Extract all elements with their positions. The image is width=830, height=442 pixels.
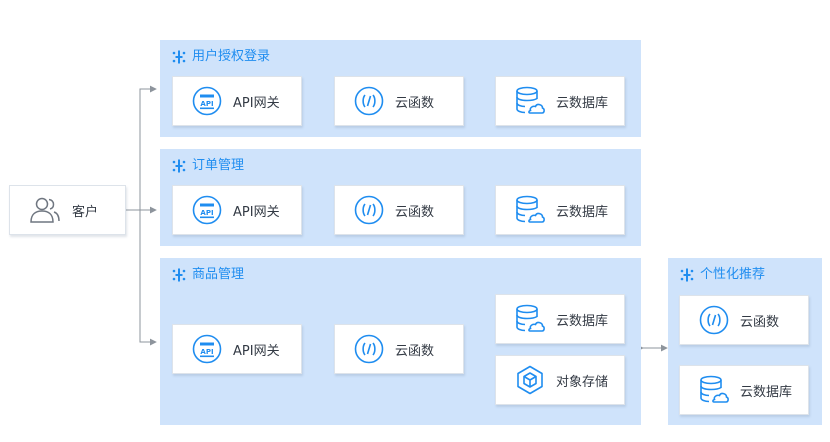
group-spark-icon xyxy=(172,50,186,64)
client-users-icon xyxy=(30,197,60,223)
cloud-database-icon xyxy=(516,195,545,223)
group-spark-icon xyxy=(680,268,694,282)
svg-text:API: API xyxy=(200,100,213,108)
node-cloud-database[interactable]: 云数据库 xyxy=(679,365,809,415)
svg-text:API: API xyxy=(200,348,213,356)
node-cloud-database[interactable]: 云数据库 xyxy=(495,294,625,344)
group-spark-icon xyxy=(172,159,186,173)
cloud-database-icon xyxy=(700,375,729,403)
api-gateway-icon: API xyxy=(192,195,222,225)
cloud-database-icon xyxy=(516,304,545,332)
group-title: 用户授权登录 xyxy=(172,49,270,65)
cloud-function-icon xyxy=(699,305,729,335)
object-storage-icon xyxy=(517,365,543,395)
group-title: 商品管理 xyxy=(172,267,244,283)
svg-text:API: API xyxy=(200,209,213,217)
api-gateway-icon: API xyxy=(192,334,222,364)
client-node: 客户 xyxy=(9,185,126,235)
node-cloud-function[interactable]: 云函数 xyxy=(679,295,809,345)
client-label: 客户 xyxy=(72,204,99,220)
group-title: 订单管理 xyxy=(172,158,244,174)
group-title: 个性化推荐 xyxy=(680,267,765,283)
node-object-storage[interactable]: 对象存储 xyxy=(495,355,625,405)
node-cloud-function[interactable]: 云函数 xyxy=(334,185,464,235)
node-cloud-database[interactable]: 云数据库 xyxy=(495,76,625,126)
node-cloud-function[interactable]: 云函数 xyxy=(334,76,464,126)
group-spark-icon xyxy=(172,268,186,282)
node-api-gateway[interactable]: API API网关 xyxy=(172,185,302,235)
cloud-function-icon xyxy=(354,86,384,116)
cloud-function-icon xyxy=(354,195,384,225)
node-api-gateway[interactable]: API API网关 xyxy=(172,324,302,374)
node-api-gateway[interactable]: API API网关 xyxy=(172,76,302,126)
node-cloud-database[interactable]: 云数据库 xyxy=(495,185,625,235)
api-gateway-icon: API xyxy=(192,86,222,116)
node-cloud-function[interactable]: 云函数 xyxy=(334,324,464,374)
cloud-function-icon xyxy=(354,334,384,364)
cloud-database-icon xyxy=(516,86,545,114)
